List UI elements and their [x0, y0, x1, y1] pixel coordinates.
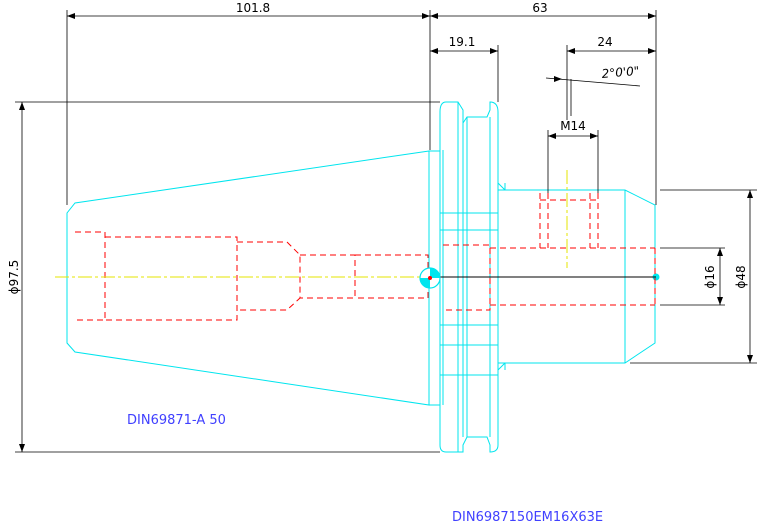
- spec-label-left: DIN69871-A 50: [127, 413, 226, 428]
- dim-diameter-flange: ϕ97.5: [7, 260, 21, 295]
- dim-diameter-bore: ϕ16: [703, 265, 717, 288]
- dim-length-cone: 101.8: [236, 1, 270, 15]
- dim-end-offset: 24: [597, 35, 612, 49]
- dimension-lines: [15, 10, 757, 453]
- spec-label-bottom: DIN6987150EM16X63E: [452, 510, 603, 523]
- dim-thread: M14: [560, 119, 586, 133]
- dim-diameter-shank: ϕ48: [734, 265, 748, 288]
- hidden-lines: [75, 193, 656, 321]
- center-symbol: [419, 267, 441, 289]
- dim-length-shank: 63: [532, 1, 547, 15]
- centerlines: [55, 170, 568, 278]
- arrowheads: [19, 13, 753, 452]
- dim-flange-width: 19.1: [449, 35, 476, 49]
- dim-taper-angle: 2°0'0": [601, 64, 640, 81]
